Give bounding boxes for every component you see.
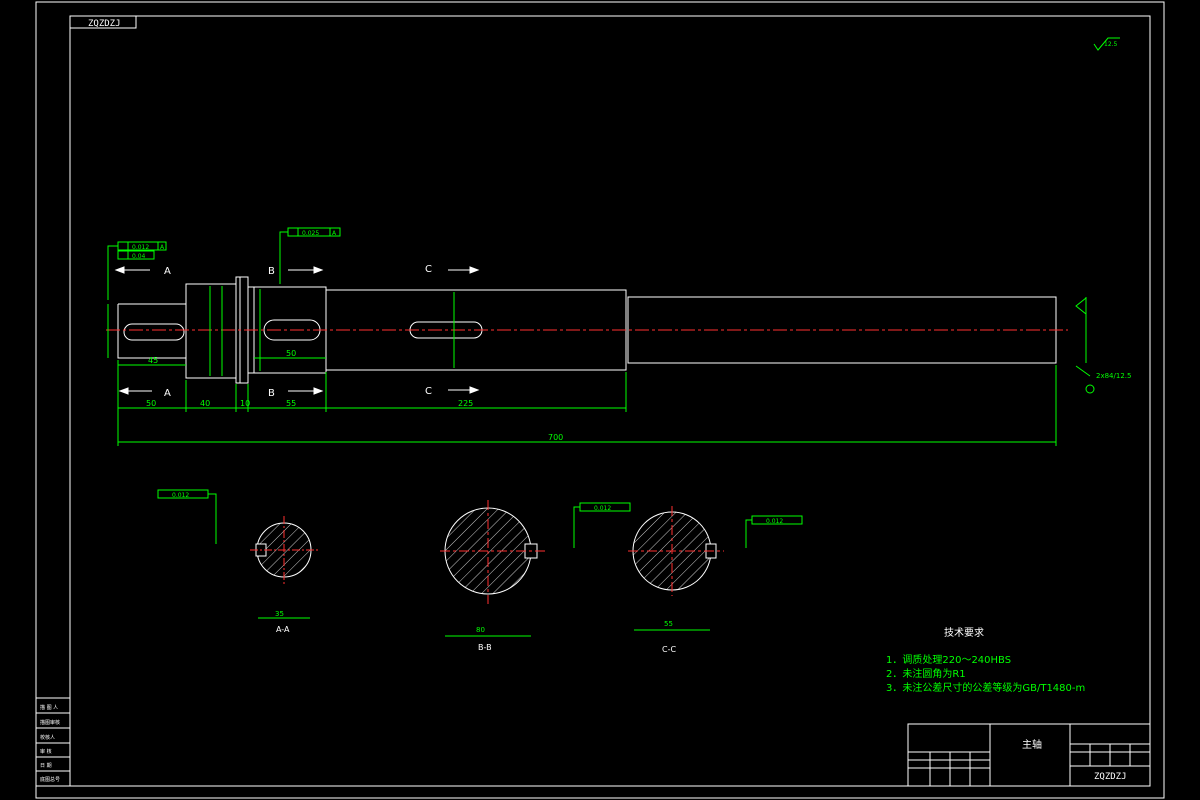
dim-80: 80 (476, 626, 485, 634)
view-label-cc: C-C (662, 645, 676, 654)
corner-tag-box (69, 15, 137, 29)
dim-50b: 50 (286, 349, 296, 358)
tech-req-item-3: 3．未注公差尺寸的公差等级为GB/T1480-m (886, 681, 1085, 694)
view-label-aa: A-A (276, 625, 290, 634)
roughness-value: 12.5 (1104, 41, 1118, 48)
tech-req-title: 技术要求 (944, 626, 984, 639)
outer-frame (35, 1, 1165, 799)
view-label-bb: B-B (478, 643, 492, 652)
stamp-row-3: 校核人 (40, 734, 55, 741)
tolerance-frames-main (107, 227, 1095, 394)
tol-value-4: 0.012 (172, 492, 189, 499)
stamp-row-4: 审 核 (40, 748, 52, 755)
dim-55c: 55 (664, 620, 673, 628)
section-markers (114, 266, 480, 395)
length-dims (117, 357, 1057, 446)
section-label-c-top: C (425, 264, 432, 275)
corner-tag: ZQZDZJ (88, 19, 121, 29)
inner-frame (69, 15, 1151, 787)
tol-value-6: 0.012 (766, 518, 783, 525)
tol-value-5: 0.012 (594, 505, 611, 512)
dim-700: 700 (548, 433, 563, 442)
chamfer-note: 2x84/12.5 (1096, 372, 1131, 380)
roughness-symbol-top-right (1093, 37, 1120, 51)
tech-req-item-2: 2．未注圆角为R1 (886, 667, 966, 680)
section-view-cc (628, 506, 803, 631)
dim-55: 55 (286, 399, 296, 408)
section-label-b-top: B (268, 266, 275, 277)
stamp-row-5: 日 期 (40, 763, 52, 769)
tol-value-1: 0.012 (132, 244, 149, 251)
tol-datum-3: A (332, 230, 337, 237)
section-label-b-bottom: B (268, 388, 275, 399)
section-label-a-top: A (164, 266, 171, 277)
section-label-c-bottom: C (425, 386, 432, 397)
diameter-dims (107, 286, 1087, 376)
dim-225: 225 (458, 399, 473, 408)
dim-50: 50 (146, 399, 156, 408)
tol-value-3: 0.025 (302, 230, 319, 237)
dim-10: 10 (240, 399, 250, 408)
title-block (907, 723, 1151, 787)
stamp-row-1: 描 图 人 (40, 704, 58, 711)
left-stamp-column (35, 697, 71, 787)
section-view-aa (157, 489, 318, 619)
tol-datum-1: A (160, 244, 165, 251)
dim-45: 45 (148, 356, 158, 365)
dim-40: 40 (200, 399, 210, 408)
stamp-row-2: 描图审核 (40, 719, 60, 726)
part-name: 主轴 (1022, 738, 1042, 751)
tech-req-item-1: 1．调质处理220～240HBS (886, 654, 1011, 666)
section-view-bb (440, 500, 631, 637)
dim-35: 35 (275, 610, 284, 618)
tol-value-2: 0.04 (132, 253, 146, 260)
drawing-code: ZQZDZJ (1094, 772, 1127, 782)
stamp-row-6: 底图总号 (40, 776, 60, 783)
section-label-a-bottom: A (164, 388, 171, 399)
